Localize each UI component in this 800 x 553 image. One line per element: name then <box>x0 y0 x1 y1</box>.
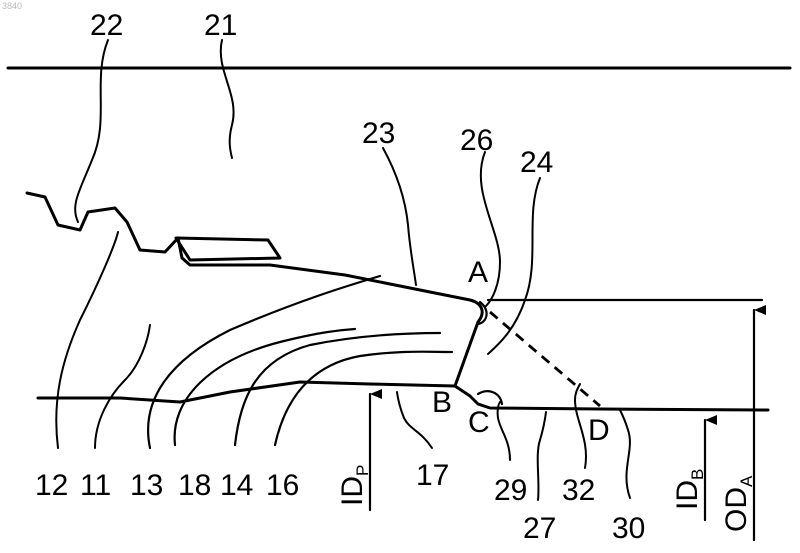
oda-label: ODA <box>720 475 756 532</box>
raised-block <box>176 238 280 260</box>
leader-32 <box>575 384 586 468</box>
leader-27 <box>538 412 546 500</box>
idp-main: ID <box>336 476 369 506</box>
contour-13 <box>148 276 380 448</box>
idb-sub: B <box>688 469 707 480</box>
idb-main: ID <box>671 480 704 510</box>
dashed-line-a-d <box>490 312 600 406</box>
label-11: 11 <box>80 469 111 502</box>
label-29: 29 <box>494 474 527 507</box>
c-hump <box>478 391 502 404</box>
label-14: 14 <box>220 469 253 502</box>
label-12: 12 <box>35 469 68 502</box>
point-d-label: D <box>588 414 610 447</box>
label-21: 21 <box>204 9 237 42</box>
idp-label: IDP <box>336 465 372 506</box>
leader-30 <box>620 410 630 498</box>
svg-text:ODA: ODA <box>720 475 756 532</box>
contour-14 <box>235 333 440 445</box>
label-32: 32 <box>562 474 595 507</box>
leader-24 <box>488 178 540 354</box>
label-13: 13 <box>130 469 163 502</box>
point-c-label: C <box>468 406 490 439</box>
corner-mark: 3840 <box>2 1 22 11</box>
svg-text:IDP: IDP <box>336 465 372 506</box>
oda-main: OD <box>720 487 753 532</box>
label-17: 17 <box>416 459 449 492</box>
label-27: 27 <box>523 512 556 545</box>
label-18: 18 <box>178 469 211 502</box>
leader-12 <box>56 232 118 448</box>
leader-21 <box>221 40 234 158</box>
nose-profile <box>455 300 482 386</box>
part-outline <box>27 193 470 300</box>
label-30: 30 <box>612 512 645 545</box>
leader-17 <box>397 392 432 448</box>
label-16: 16 <box>266 469 299 502</box>
label-23: 23 <box>362 117 395 150</box>
leader-11 <box>95 325 150 448</box>
label-26: 26 <box>460 124 493 157</box>
idb-label: IDB <box>671 469 707 510</box>
label-22: 22 <box>90 9 123 42</box>
oda-sub: A <box>737 475 756 487</box>
contour-16 <box>275 352 452 445</box>
bottom-profile-line <box>38 382 768 410</box>
svg-text:IDB: IDB <box>671 469 707 510</box>
leader-23 <box>383 148 416 285</box>
leader-29 <box>498 402 510 460</box>
label-24: 24 <box>520 146 553 179</box>
point-b-label: B <box>432 386 452 419</box>
idp-sub: P <box>353 465 372 476</box>
point-a-label: A <box>468 256 488 289</box>
